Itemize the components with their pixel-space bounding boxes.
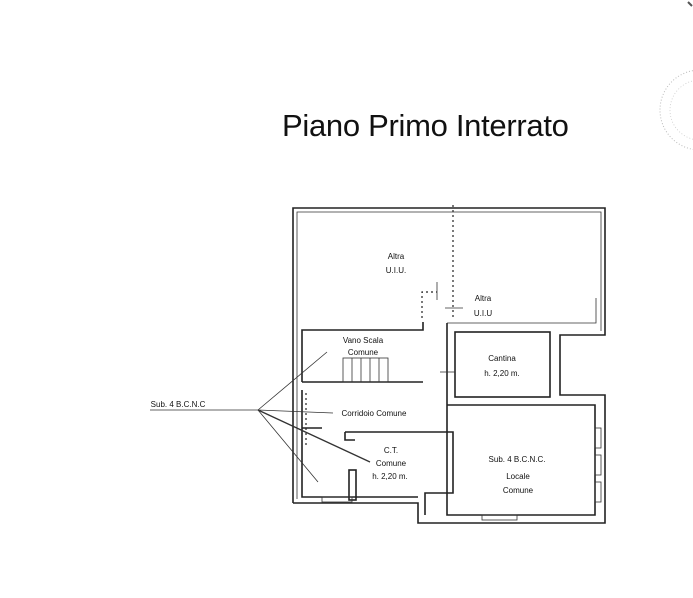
scan-mark [687,1,693,7]
window [594,481,602,503]
room-label: Locale [506,472,530,481]
outer-wall-inner [296,211,602,499]
wall-ct [345,431,454,515]
room-label: C.T. [384,446,398,455]
staircase [342,357,389,383]
window [481,514,518,521]
room-label: Sub. 4 B.C.N.C. [489,455,546,464]
callout-lines [150,351,371,483]
room-label: Vano Scala [343,336,384,345]
room-label: h. 2,20 m. [372,472,408,481]
room-label: h. 2,20 m. [484,369,520,378]
room-label: U.I.U [474,309,492,318]
window [594,427,602,449]
room-label: U.I.U. [386,266,406,275]
wall-corridor-left [301,390,418,498]
wall-ct-stub [344,432,355,441]
wall-pillar [348,469,357,501]
room-label: Altra [475,294,492,303]
boundary-line [421,291,437,318]
room-label: Comune [503,486,534,495]
outer-wall [292,207,606,524]
room-label: Corridoio Comune [342,409,407,418]
room-label: Comune [376,459,407,468]
wall-vano-scala-top [301,322,424,382]
callout-label: Sub. 4 B.C.N.C [151,400,206,409]
window [321,496,353,503]
room-label: Altra [388,252,405,261]
wall-cantina [454,331,551,398]
stamp [659,70,693,150]
room-label: Comune [348,348,379,357]
page-title: Piano Primo Interrato [282,108,569,143]
room-label: Cantina [488,354,516,363]
wall-altra-right [447,298,597,324]
window [594,454,602,476]
